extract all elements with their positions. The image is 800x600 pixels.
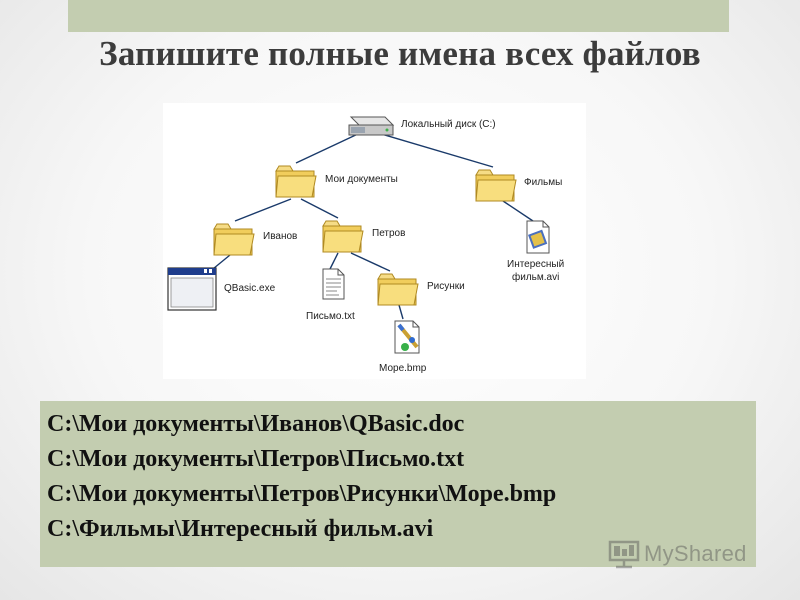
answer-line-qbasic: С:\Мои документы\Иванов\QBasic.doc	[47, 411, 465, 437]
file-movie: Интересный фильм.avi	[507, 220, 564, 283]
edge-mydocs-petrov	[300, 198, 339, 219]
folder-films-label: Фильмы	[524, 177, 562, 188]
folder-pictures: Рисунки	[377, 273, 465, 306]
folder-my-documents-label: Мои документы	[325, 174, 398, 185]
edge-mydocs-ivanov	[234, 198, 292, 222]
local-disk-label: Локальный диск (С:)	[401, 119, 496, 130]
file-movie-label-line1: Интересный	[507, 259, 564, 270]
file-letter-label: Письмо.txt	[306, 311, 355, 322]
top-accent-bar	[68, 0, 729, 32]
local-disk-node: Локальный диск (С:)	[348, 116, 496, 136]
tree-connectors	[207, 132, 534, 320]
hard-drive-icon	[348, 116, 395, 136]
file-qbasic: QBasic.exe	[167, 267, 276, 311]
slide-title: Запишите полные имена всех файлов	[99, 34, 701, 73]
folder-icon	[475, 169, 517, 202]
answer-line-letter: С:\Мои документы\Петров\Письмо.txt	[47, 446, 465, 472]
text-document-icon	[322, 268, 345, 300]
answer-line-movie: С:\Фильмы\Интересный фильм.avi	[47, 516, 434, 542]
edge-pictures-sea	[398, 304, 404, 320]
edge-root-mydocs	[295, 132, 361, 164]
folder-petrov-label: Петров	[372, 228, 405, 239]
folder-icon	[322, 220, 364, 253]
watermark: MyShared	[608, 537, 747, 571]
edge-petrov-pictures	[350, 252, 391, 272]
edge-petrov-letter	[329, 252, 339, 270]
file-sea: Море.bmp	[379, 320, 427, 374]
file-tree-diagram: Локальный диск (С:) Мои документы Фильмы…	[163, 103, 586, 379]
file-qbasic-label: QBasic.exe	[224, 283, 276, 294]
file-letter: Письмо.txt	[306, 268, 355, 322]
edge-root-films	[377, 132, 494, 168]
answer-line-sea: С:\Мои документы\Петров\Рисунки\Море.bmp	[47, 481, 557, 507]
folder-ivanov: Иванов	[213, 223, 297, 256]
video-file-icon	[526, 220, 550, 254]
watermark-logo-icon	[608, 540, 640, 569]
folder-icon	[377, 273, 419, 306]
folder-my-documents: Мои документы	[275, 165, 398, 198]
file-sea-label: Море.bmp	[379, 363, 427, 374]
paint-image-icon	[394, 320, 420, 354]
application-window-icon	[167, 267, 217, 311]
folder-ivanov-label: Иванов	[263, 231, 297, 242]
file-movie-label-line2: фильм.avi	[512, 271, 559, 283]
watermark-text: MyShared	[644, 541, 747, 566]
folder-pictures-label: Рисунки	[427, 281, 465, 292]
folder-icon	[213, 223, 255, 256]
folder-icon	[275, 165, 317, 198]
folder-petrov: Петров	[322, 220, 405, 253]
folder-films: Фильмы	[475, 169, 562, 202]
edge-films-movie	[502, 200, 534, 222]
answer-box: С:\Мои документы\Иванов\QBasic.doc С:\Мо…	[40, 401, 756, 567]
